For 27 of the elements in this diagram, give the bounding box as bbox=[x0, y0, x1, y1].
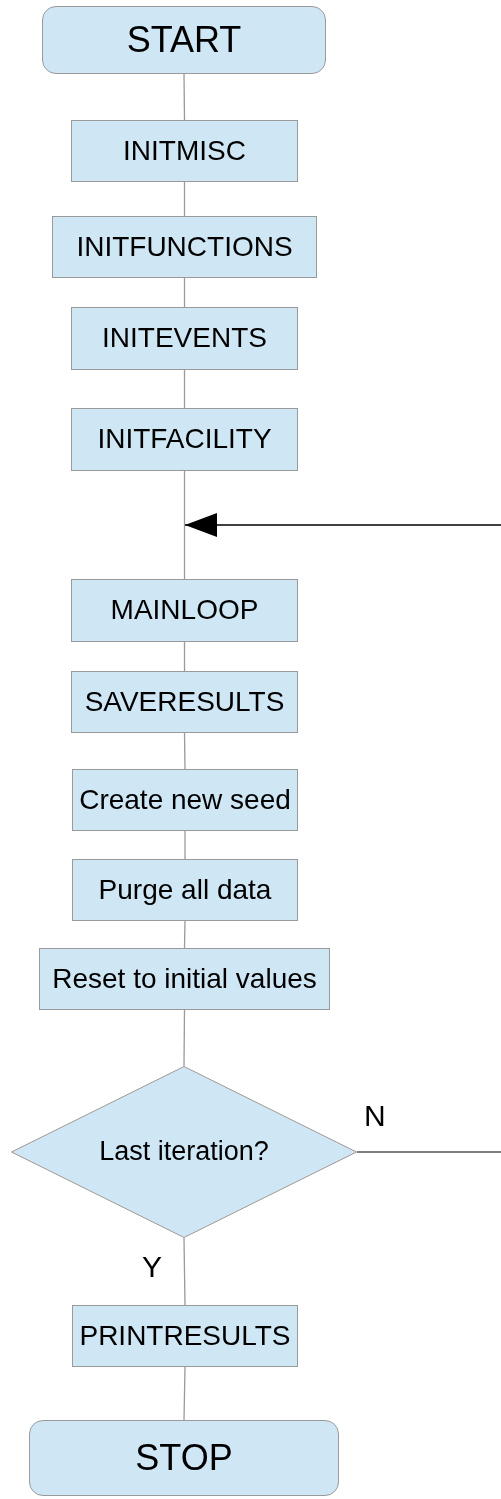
connector-line bbox=[183, 277, 186, 308]
connector-line bbox=[183, 1237, 186, 1306]
process-box: Create new seed bbox=[72, 769, 298, 831]
process-box: SAVERESULTS bbox=[71, 671, 298, 733]
terminal-box: STOP bbox=[29, 1420, 339, 1496]
connector-line bbox=[183, 369, 186, 409]
process-box: Reset to initial values bbox=[39, 948, 330, 1010]
decision-diamond: Last iteration? bbox=[11, 1066, 357, 1238]
process-box: INITEVENTS bbox=[71, 307, 298, 370]
process-box: PRINTRESULTS bbox=[72, 1305, 298, 1367]
connector-line bbox=[183, 1366, 186, 1421]
connector-line bbox=[184, 830, 186, 860]
connector-line bbox=[183, 1009, 186, 1067]
process-box: INITMISC bbox=[71, 120, 298, 182]
connector-line bbox=[183, 470, 186, 580]
connector-line bbox=[356, 1151, 501, 1153]
process-box: Purge all data bbox=[72, 859, 298, 921]
process-box: INITFUNCTIONS bbox=[52, 216, 317, 278]
process-box: MAINLOOP bbox=[71, 579, 298, 642]
connector-line bbox=[183, 641, 186, 672]
process-box: INITFACILITY bbox=[71, 408, 298, 471]
connector-line bbox=[183, 73, 186, 121]
connector-line bbox=[183, 732, 186, 770]
connector-line bbox=[183, 920, 186, 949]
arrow bbox=[184, 513, 501, 537]
terminal-box: START bbox=[42, 6, 326, 74]
connector-line bbox=[183, 181, 186, 217]
